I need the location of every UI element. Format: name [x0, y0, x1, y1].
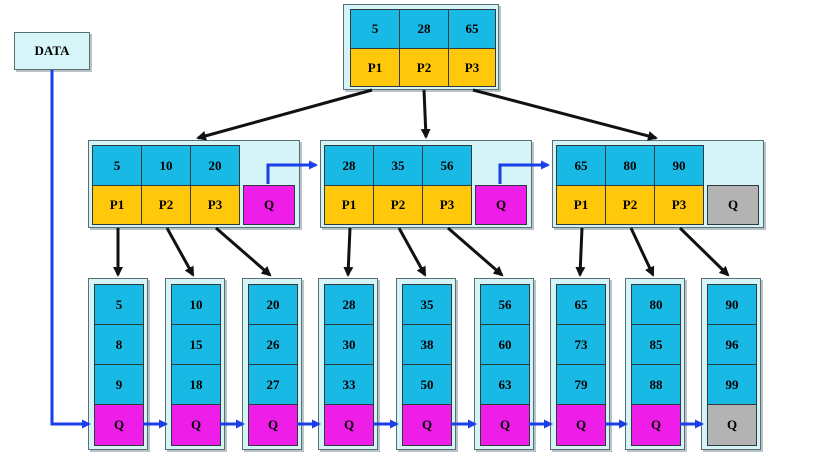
leaf-3-key-3: 27 [248, 364, 298, 405]
leaf-7-key-3: 79 [556, 364, 606, 405]
leaf-node-6: 56 60 63 Q [474, 278, 534, 450]
leaf-node-9: 90 96 99 Q [701, 278, 761, 450]
edge-internal-3-p1 [575, 227, 586, 277]
edge-internal-3-p3 [678, 226, 730, 277]
edge-root-p3 [472, 88, 658, 141]
root-node: 5 28 65 P1 P2 P3 [343, 4, 499, 90]
leaf-5-key-3: 50 [402, 364, 452, 405]
leaf-2-key-3: 18 [171, 364, 221, 405]
leaf-1-next-pointer: Q [94, 404, 144, 446]
leaf-5-next-pointer: Q [402, 404, 452, 446]
internal-2-next-pointer: Q [475, 185, 527, 225]
leaf-9-null-pointer: Q [707, 404, 757, 446]
leaf-5-key-2: 38 [402, 324, 452, 365]
leaf-1-key-2: 8 [94, 324, 144, 365]
edge-internal-2-p1 [343, 227, 354, 277]
internal-3-pointer-1: P1 [556, 185, 606, 225]
leaf-node-4: 28 30 33 Q [318, 278, 378, 450]
root-key-2: 28 [399, 9, 449, 49]
leaf-2-key-2: 15 [171, 324, 221, 365]
leaf-7-key-1: 65 [556, 284, 606, 325]
leaf-5-key-1: 35 [402, 284, 452, 325]
internal-1-next-pointer: Q [243, 185, 295, 225]
internal-2-key-1: 28 [324, 145, 374, 186]
internal-node-2: 28 35 56 P1 P2 P3 Q [320, 140, 532, 228]
edge-internal-1-p3 [215, 226, 272, 277]
internal-2-pointer-3: P3 [422, 185, 472, 225]
leaf-6-key-3: 63 [480, 364, 530, 405]
leaf-node-2: 10 15 18 Q [165, 278, 225, 450]
leaf-3-next-pointer: Q [248, 404, 298, 446]
sibling-link-internal-1-2 [266, 160, 318, 184]
leaf-2-key-1: 10 [171, 284, 221, 325]
internal-2-pointer-2: P2 [373, 185, 423, 225]
root-key-3: 65 [448, 9, 496, 49]
internal-1-key-1: 5 [92, 145, 142, 186]
internal-3-key-3: 90 [654, 145, 704, 186]
internal-1-key-3: 20 [190, 145, 240, 186]
leaf-node-3: 20 26 27 Q [242, 278, 302, 450]
leaf-4-key-3: 33 [324, 364, 374, 405]
leaf-1-key-3: 9 [94, 364, 144, 405]
data-entry-link [50, 70, 91, 429]
internal-1-pointer-2: P2 [141, 185, 191, 225]
edge-root-p2 [420, 89, 431, 139]
leaf-6-key-2: 60 [480, 324, 530, 365]
leaf-3-key-2: 26 [248, 324, 298, 365]
leaf-7-key-2: 73 [556, 324, 606, 365]
internal-3-null-pointer: Q [707, 185, 759, 225]
root-pointer-3: P3 [448, 48, 496, 87]
leaf-1-key-1: 5 [94, 284, 144, 325]
leaf-node-8: 80 85 88 Q [625, 278, 685, 450]
internal-2-pointer-1: P1 [324, 185, 374, 225]
internal-1-key-2: 10 [141, 145, 191, 186]
leaf-8-key-1: 80 [631, 284, 681, 325]
leaf-7-next-pointer: Q [556, 404, 606, 446]
leaf-6-key-1: 56 [480, 284, 530, 325]
internal-3-pointer-3: P3 [654, 185, 704, 225]
leaf-node-5: 35 38 50 Q [396, 278, 456, 450]
internal-node-1: 5 10 20 P1 P2 P3 Q [88, 140, 300, 228]
leaf-node-7: 65 73 79 Q [550, 278, 610, 450]
leaf-3-key-1: 20 [248, 284, 298, 325]
edge-internal-1-p2 [165, 227, 195, 277]
leaf-node-1: 5 8 9 Q [88, 278, 148, 450]
edge-root-p1 [196, 88, 373, 141]
data-entry-label: DATA [14, 32, 90, 70]
leaf-2-next-pointer: Q [171, 404, 221, 446]
edge-internal-3-p2 [629, 227, 655, 277]
edge-internal-2-p3 [447, 226, 504, 277]
internal-node-3: 65 80 90 P1 P2 P3 Q [552, 140, 764, 228]
leaf-4-key-1: 28 [324, 284, 374, 325]
edge-internal-2-p2 [397, 227, 427, 277]
leaf-9-key-3: 99 [707, 364, 757, 405]
internal-1-pointer-1: P1 [92, 185, 142, 225]
sibling-link-internal-2-3 [498, 160, 550, 184]
internal-1-pointer-3: P3 [190, 185, 240, 225]
